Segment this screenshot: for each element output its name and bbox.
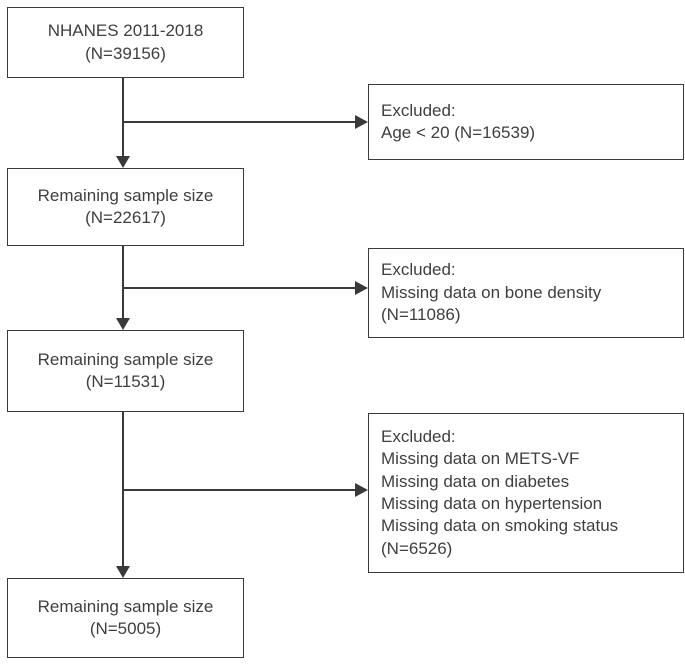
arrow-down-icon bbox=[116, 318, 130, 330]
flow-box-count: (N=22617) bbox=[85, 208, 166, 227]
exclusion-reason: Missing data on diabetes bbox=[381, 471, 570, 491]
flow-box-count: (N=11531) bbox=[85, 372, 166, 391]
exclusion-header: Excluded: bbox=[381, 426, 456, 446]
flow-box-remaining-final: Remaining sample size (N=5005) bbox=[7, 578, 244, 658]
exclusion-count: (N=6526) bbox=[381, 538, 453, 558]
arrow-right-icon bbox=[355, 115, 368, 129]
arrow-right-icon bbox=[355, 483, 368, 497]
connector-branch-line-1 bbox=[123, 121, 356, 123]
exclusion-reason: Missing data on smoking status bbox=[381, 516, 619, 536]
exclusion-header: Excluded: bbox=[381, 100, 456, 120]
exclusion-box-covariates: Excluded: Missing data on METS-VF Missin… bbox=[368, 413, 684, 573]
flow-box-remaining-2: Remaining sample size (N=11531) bbox=[7, 330, 244, 412]
exclusion-count: (N=11086) bbox=[381, 305, 461, 325]
flow-box-title: Remaining sample size bbox=[37, 349, 214, 369]
exclusion-reason: Missing data on bone density bbox=[381, 282, 602, 302]
exclusion-box-age: Excluded: Age < 20 (N=16539) bbox=[368, 84, 684, 160]
arrow-right-icon bbox=[355, 281, 368, 295]
flow-box-title: Remaining sample size bbox=[37, 596, 214, 616]
flow-box-count: (N=5005) bbox=[89, 619, 162, 638]
exclusion-box-bone-density: Excluded: Missing data on bone density (… bbox=[368, 248, 684, 338]
connector-branch-line-2 bbox=[123, 287, 356, 289]
flow-box-nhanes-source: NHANES 2011-2018 (N=39156) bbox=[7, 7, 244, 78]
arrow-down-icon bbox=[116, 156, 130, 168]
exclusion-reason: Age < 20 (N=16539) bbox=[381, 123, 536, 142]
flow-box-remaining-1: Remaining sample size (N=22617) bbox=[7, 168, 244, 246]
connector-branch-line-3 bbox=[123, 489, 356, 491]
flow-box-count: (N=39156) bbox=[85, 43, 166, 63]
exclusion-reason: Missing data on METS-VF bbox=[381, 449, 580, 469]
flow-box-title: Remaining sample size bbox=[37, 185, 214, 205]
exclusion-reason: Missing data on hypertension bbox=[381, 494, 603, 513]
exclusion-header: Excluded: bbox=[381, 260, 456, 280]
connector-down-line-2 bbox=[122, 246, 124, 320]
flow-box-title: NHANES 2011-2018 bbox=[47, 21, 204, 41]
arrow-down-icon bbox=[116, 566, 130, 578]
connector-down-line-1 bbox=[122, 78, 124, 158]
